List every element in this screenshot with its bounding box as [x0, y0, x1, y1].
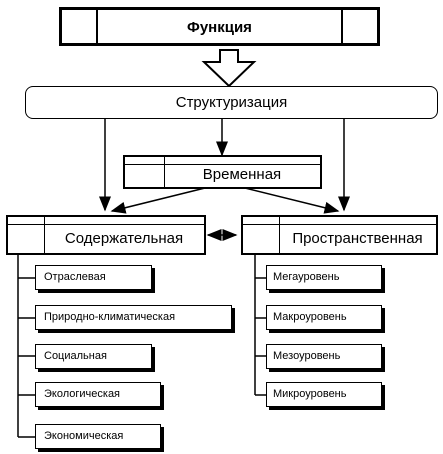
- content-item-label: Экологическая: [44, 388, 121, 400]
- content-item-label: Экономическая: [44, 430, 124, 442]
- content-item-3: Экологическая: [35, 382, 161, 407]
- spatial-item-label: Мезоуровень: [273, 350, 341, 362]
- spatial-item-label: Мегауровень: [273, 271, 340, 283]
- spatial-item-label: Макроуровень: [273, 311, 347, 323]
- spatial-item-1: Макроуровень: [266, 305, 382, 330]
- temporal-label: Временная: [202, 166, 282, 183]
- spatial-item-0: Мегауровень: [266, 265, 382, 290]
- structuring-label: Структуризация: [175, 94, 288, 111]
- spatial-item-2: Мезоуровень: [266, 344, 382, 369]
- content-item-2: Социальная: [35, 344, 152, 369]
- content-item-4: Экономическая: [35, 424, 161, 449]
- content-label: Содержательная: [64, 230, 184, 247]
- function-label: Функция: [187, 19, 252, 36]
- content-item-label: Природно-климатическая: [44, 311, 176, 323]
- hollow-down-arrow: [201, 49, 257, 88]
- content-item-0: Отраслевая: [35, 265, 152, 290]
- spatial-item-3: Микроуровень: [266, 382, 382, 407]
- structuring-box: Структуризация: [25, 86, 438, 119]
- content-item-label: Отраслевая: [44, 271, 106, 283]
- content-box: Содержательная: [6, 215, 206, 255]
- spatial-box: Пространственная: [241, 215, 438, 255]
- content-item-label: Социальная: [44, 350, 107, 362]
- function-box: Функция: [59, 7, 380, 46]
- spatial-label: Пространственная: [292, 230, 423, 247]
- temporal-box: Временная: [123, 155, 322, 189]
- content-item-1: Природно-климатическая: [35, 305, 232, 330]
- spatial-item-label: Микроуровень: [273, 388, 347, 400]
